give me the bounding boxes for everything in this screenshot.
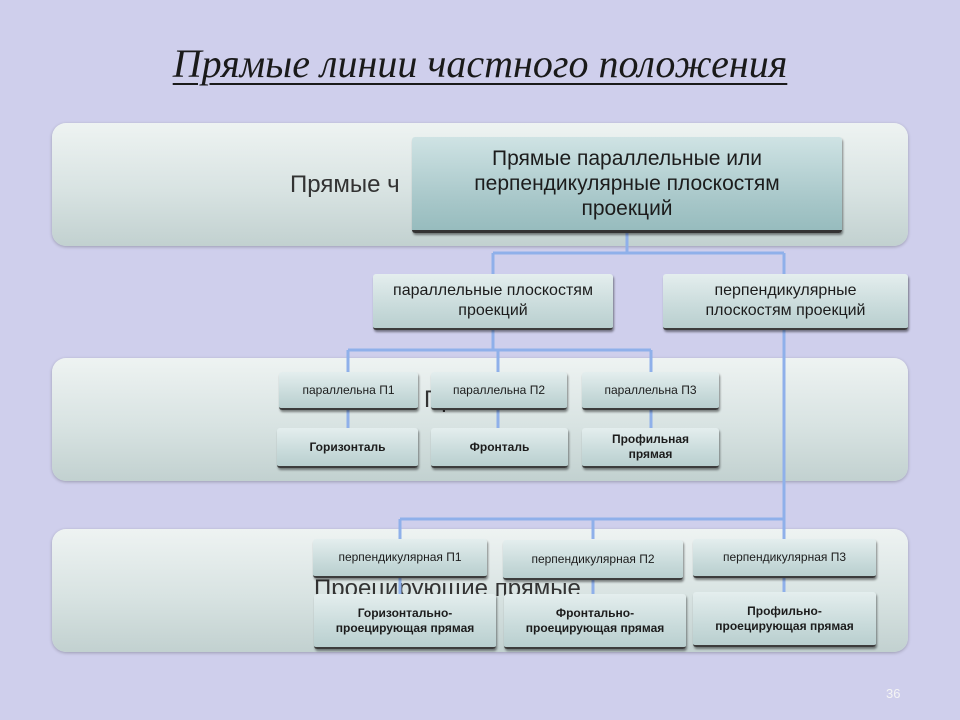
band-top-text: Прямые ч [290, 171, 400, 198]
parallel-p3-box: параллельна П3 [582, 372, 719, 410]
frontal-projecting-line-box: Фронтально-проецирующая прямая [504, 594, 686, 649]
perpendicular-p3-box: перпендикулярная П3 [693, 539, 876, 578]
horizontal-line-box: Горизонталь [277, 428, 418, 468]
profile-projecting-line-box: Профильно-проецирующая прямая [693, 592, 876, 647]
root-box: Прямые параллельные или перпендикулярные… [412, 137, 842, 233]
perpendicular-p1-box: перпендикулярная П1 [313, 539, 487, 578]
frontal-line-box: Фронталь [431, 428, 568, 468]
horizontal-projecting-line-box: Горизонтально-проецирующая прямая [314, 594, 496, 649]
perpendicular-group-box: перпендикулярные плоскостям проекций [663, 274, 908, 330]
parallel-group-box: параллельные плоскостям проекций [373, 274, 613, 330]
perpendicular-p2-box: перпендикулярная П2 [503, 540, 683, 580]
profile-line-box: Профильная прямая [582, 428, 719, 468]
parallel-p2-box: параллельна П2 [431, 372, 567, 410]
slide-title: Прямые линии частного положения [172, 41, 788, 86]
parallel-p1-box: параллельна П1 [279, 372, 418, 410]
page-number: 36 [886, 686, 901, 701]
